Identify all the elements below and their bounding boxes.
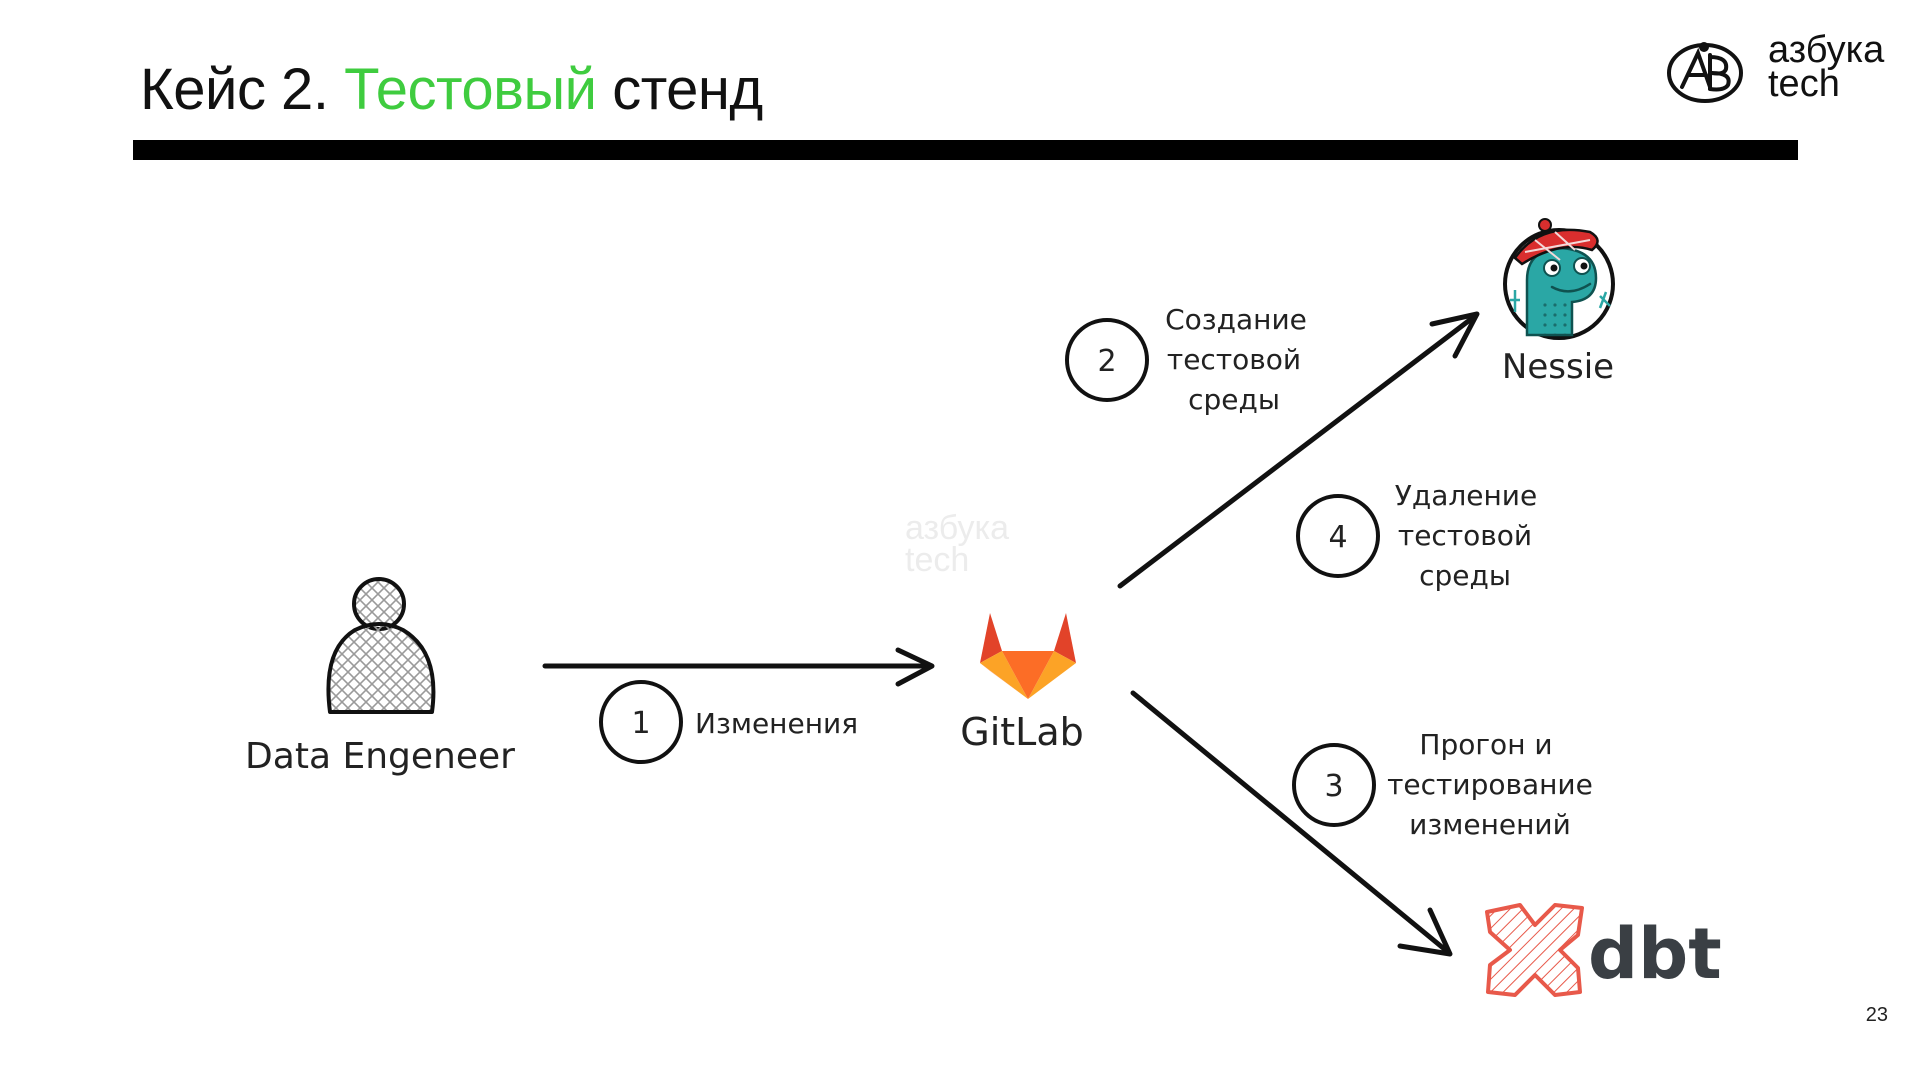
gitlab-label: GitLab [960, 710, 1083, 754]
title-suffix: стенд [612, 57, 763, 122]
step-3-line1: Прогон и [1419, 728, 1552, 761]
dbt-label: dbt [1588, 913, 1722, 995]
step-2-number: 2 [1097, 344, 1116, 379]
step-1-number: 1 [631, 706, 650, 741]
step-4-number: 4 [1328, 520, 1347, 555]
title-accent: Тестовый [344, 57, 597, 122]
title-prefix: Кейс 2. [140, 57, 329, 122]
arrow-engineer-to-gitlab [542, 647, 935, 687]
gitlab-fox-icon [980, 613, 1076, 699]
step-4-line2: тестовой [1398, 519, 1532, 552]
step-2-line3: среды [1188, 383, 1280, 416]
step-3-badge [1292, 743, 1376, 827]
page-number: 23 [1865, 1004, 1888, 1026]
step-4-badge [1296, 494, 1380, 578]
step-2-line1: Создание [1165, 303, 1307, 336]
step-2-badge [1065, 318, 1149, 402]
dbt-logo-icon [1485, 903, 1584, 997]
logo-line2: tech [1768, 63, 1840, 105]
engineer-label: Data Engeneer [245, 736, 515, 777]
step-1-badge [599, 680, 683, 764]
nessie-label: Nessie [1502, 347, 1614, 387]
watermark: азбука tech [905, 509, 1009, 579]
watermark-line2: tech [905, 541, 970, 579]
logo-text: азбука tech [1768, 31, 1884, 103]
step-4-line1: Удаление [1395, 479, 1537, 512]
slide-title: Кейс 2. Тестовый стенд [140, 58, 763, 122]
step-4-line3: среды [1419, 559, 1511, 592]
azbuka-emblem-icon [1667, 42, 1743, 103]
person-icon [326, 577, 436, 714]
step-1-label: Изменения [695, 707, 858, 740]
step-3-line3: изменений [1409, 808, 1571, 841]
step-3-line2: тестирование [1387, 768, 1593, 801]
arrow-gitlab-to-nessie [1117, 311, 1480, 589]
step-2-line2: тестовой [1167, 343, 1301, 376]
nessie-mascot-icon [1503, 218, 1615, 340]
title-rule [133, 140, 1798, 160]
logo-line1: азбука [1768, 29, 1885, 71]
watermark-line1: азбука [905, 509, 1009, 547]
arrow-gitlab-to-dbt [1130, 690, 1453, 957]
step-3-number: 3 [1324, 769, 1343, 804]
